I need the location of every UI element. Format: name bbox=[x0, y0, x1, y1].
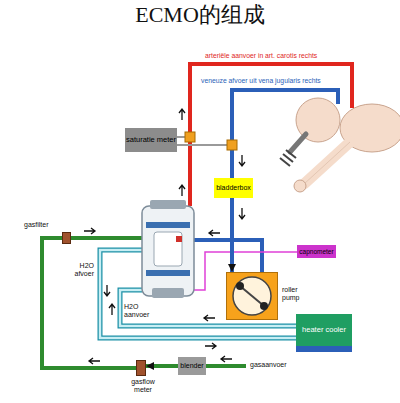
node-text: bladderbox bbox=[216, 184, 251, 192]
baby-arm bbox=[304, 142, 350, 184]
flow-arrow bbox=[104, 285, 110, 296]
arterial-line bbox=[190, 64, 352, 206]
oxygenator-band bbox=[146, 222, 190, 228]
water-outflow-line bbox=[100, 250, 296, 338]
flow-arrow bbox=[205, 343, 216, 349]
tube-connector bbox=[230, 198, 234, 272]
gas-line bbox=[71, 236, 142, 240]
pump-outflow-line bbox=[194, 240, 262, 272]
bladderbox-box: bladderbox bbox=[214, 178, 253, 198]
flow-arrow bbox=[89, 358, 100, 364]
oxygenator-cap bbox=[150, 200, 186, 209]
baby-arm-outline bbox=[304, 142, 350, 184]
sensor-wire bbox=[173, 144, 232, 146]
flow-arrow bbox=[204, 315, 215, 321]
blender-box: blender bbox=[178, 357, 206, 375]
tube-connector bbox=[146, 364, 178, 368]
oxygenator-core bbox=[154, 232, 182, 266]
water-label: H2O afvoer bbox=[66, 262, 94, 277]
tube-connector-ribs bbox=[280, 150, 296, 166]
gasfilter-body bbox=[62, 232, 71, 244]
gasfilter-node: gasfilter bbox=[24, 221, 72, 245]
saturation-sensor bbox=[227, 140, 237, 150]
flow-arrow bbox=[109, 304, 115, 315]
flow-arrow bbox=[179, 109, 185, 120]
water-label: H2O aanvoer bbox=[124, 303, 156, 318]
node-label: roller pump bbox=[282, 286, 316, 301]
venous-line bbox=[232, 90, 338, 178]
baby-hand bbox=[294, 180, 306, 192]
tube-connector bbox=[42, 238, 136, 368]
node-text: blender bbox=[180, 362, 203, 370]
gasflow-meter-body bbox=[136, 360, 146, 376]
saturation-sensor bbox=[185, 132, 195, 142]
node-text: saturatie meter bbox=[126, 136, 176, 144]
capnometer-box: capnometer bbox=[297, 245, 336, 258]
oxygenator-band bbox=[146, 270, 190, 276]
gas-supply-line bbox=[206, 364, 246, 368]
oxygenator-housing bbox=[142, 206, 194, 296]
gas-label: gasaanvoer bbox=[250, 361, 298, 369]
line-caption: arteriële aanvoer in art. carotis rechts bbox=[205, 52, 355, 59]
node-text: roller pump bbox=[282, 286, 316, 301]
node-text: gasflow meter bbox=[126, 378, 160, 393]
node-text: gasfilter bbox=[24, 221, 49, 229]
pump-node: roller pump bbox=[226, 272, 318, 320]
oxygenator-logo bbox=[176, 236, 182, 242]
flow-arrow bbox=[179, 185, 185, 196]
diagram-title: ECMO的组成 bbox=[0, 2, 400, 28]
flow-arrow bbox=[239, 155, 245, 166]
node-text: capnometer bbox=[299, 248, 333, 255]
water-outflow-core bbox=[100, 250, 296, 338]
monitor-box: saturatie meter bbox=[125, 128, 177, 152]
oxygenator-base bbox=[152, 288, 184, 298]
pump-housing bbox=[226, 272, 278, 320]
heater-cooler-box: heater cooler bbox=[296, 314, 352, 352]
node-label: gasflow meter bbox=[126, 378, 160, 393]
line-caption: veneuze afvoer uit vena jugularis rechts bbox=[201, 77, 351, 84]
flow-arrow bbox=[221, 356, 232, 362]
ventilation-tube bbox=[290, 134, 306, 152]
flow-arrow bbox=[84, 228, 95, 234]
flow-arrow bbox=[209, 230, 220, 236]
gasflow-node: gasflow meter bbox=[126, 360, 162, 398]
node-text: heater cooler bbox=[302, 326, 346, 334]
node-label: gasfilter bbox=[24, 221, 60, 229]
flow-arrow bbox=[239, 208, 245, 219]
